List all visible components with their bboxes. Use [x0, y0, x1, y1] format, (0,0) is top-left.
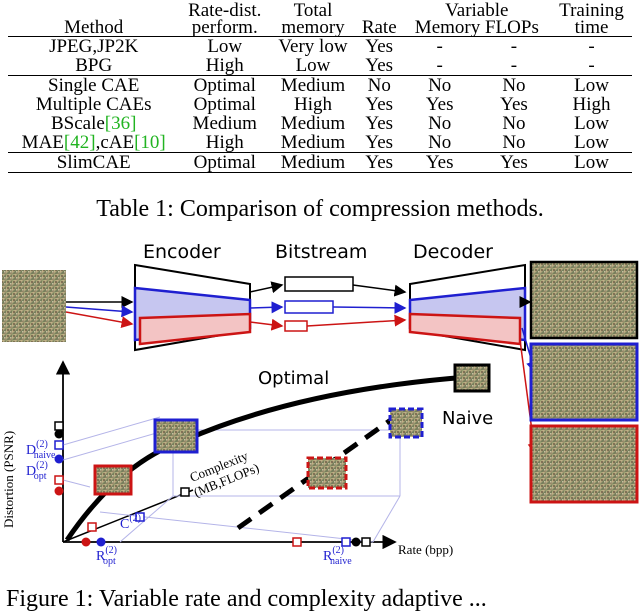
- bitstream-label: Bitstream: [275, 241, 367, 263]
- figure-caption: Figure 1: Variable rate and complexity a…: [6, 586, 487, 612]
- y-marker-red-square: [54, 475, 64, 485]
- bitstream-arrow-out-red: [306, 314, 407, 327]
- architecture-figure: Encoder Bitstream Decoder: [1, 241, 639, 567]
- plot-thumb-red: [93, 464, 133, 496]
- d-naive-label: D(2)naive: [26, 439, 56, 461]
- x-axis-label: Rate (bpp): [398, 542, 453, 557]
- col-rd: Rate-dist.perform.: [188, 0, 262, 38]
- x-marker-black-dot: [351, 537, 361, 547]
- r-naive-label: R(2)naive: [323, 545, 352, 567]
- r-opt-label: R(2)opt: [96, 545, 117, 567]
- y-axis-label: Distortion (PSNR): [1, 431, 16, 528]
- input-image: [2, 270, 66, 342]
- complexity-axis: [62, 489, 194, 543]
- y-marker-black-dot: [54, 429, 64, 439]
- col-rate: Rate: [361, 17, 397, 38]
- y-marker-blue-dot: [54, 454, 64, 464]
- bitstream-arrow-in-blue: [249, 301, 284, 314]
- input-arrow-red: [65, 311, 134, 329]
- bitstream-box-medium: [284, 300, 334, 314]
- input-arrow-blue: [65, 305, 134, 318]
- output-image-full: [529, 260, 639, 340]
- naive-line: [236, 414, 397, 531]
- output-image-medium: [529, 342, 639, 422]
- decoder-label: Decoder: [413, 241, 493, 263]
- encoder-small: [138, 312, 252, 346]
- diag-marker-blue: [135, 512, 145, 522]
- output-image-small: [529, 424, 639, 504]
- d-opt-label: D(2)opt: [26, 460, 48, 482]
- table-caption: Table 1: Comparison of compression metho…: [96, 196, 544, 222]
- c-label: C(2): [120, 513, 141, 532]
- plot-thumb-blue: [153, 418, 199, 454]
- bitstream-box-full: [284, 276, 354, 292]
- col-method: Method: [64, 17, 124, 38]
- x-marker-blue-dot: [96, 537, 106, 547]
- citation-link[interactable]: [42]: [63, 132, 96, 153]
- bitstream-arrow-in-black: [249, 281, 284, 294]
- diag-marker-black: [180, 487, 190, 497]
- plot-thumb-red-naive: [306, 456, 348, 490]
- y-marker-red-dot: [54, 486, 64, 496]
- optimal-label: Optimal: [258, 368, 329, 389]
- citation-link[interactable]: [36]: [104, 113, 137, 134]
- bitstream-arrow-out-black: [352, 284, 407, 297]
- y-marker-blue-square: [54, 440, 64, 450]
- bitstream-arrow-in-red: [249, 318, 284, 331]
- x-marker-blue-square: [341, 537, 351, 547]
- y-marker-black-square: [54, 421, 64, 431]
- x-marker-black-square: [361, 537, 371, 547]
- plot-thumb-blue-naive: [388, 407, 424, 439]
- citation-link[interactable]: [10]: [134, 132, 166, 153]
- bitstream-box-small: [284, 320, 308, 332]
- x-marker-red-dot: [81, 537, 91, 547]
- diag-marker-red: [87, 522, 97, 532]
- naive-label: Naive: [442, 408, 493, 429]
- encoder-label: Encoder: [143, 241, 221, 263]
- bitstream-arrow-out-blue: [332, 301, 407, 314]
- x-marker-red-square: [292, 537, 302, 547]
- plot-thumb-black: [453, 363, 491, 393]
